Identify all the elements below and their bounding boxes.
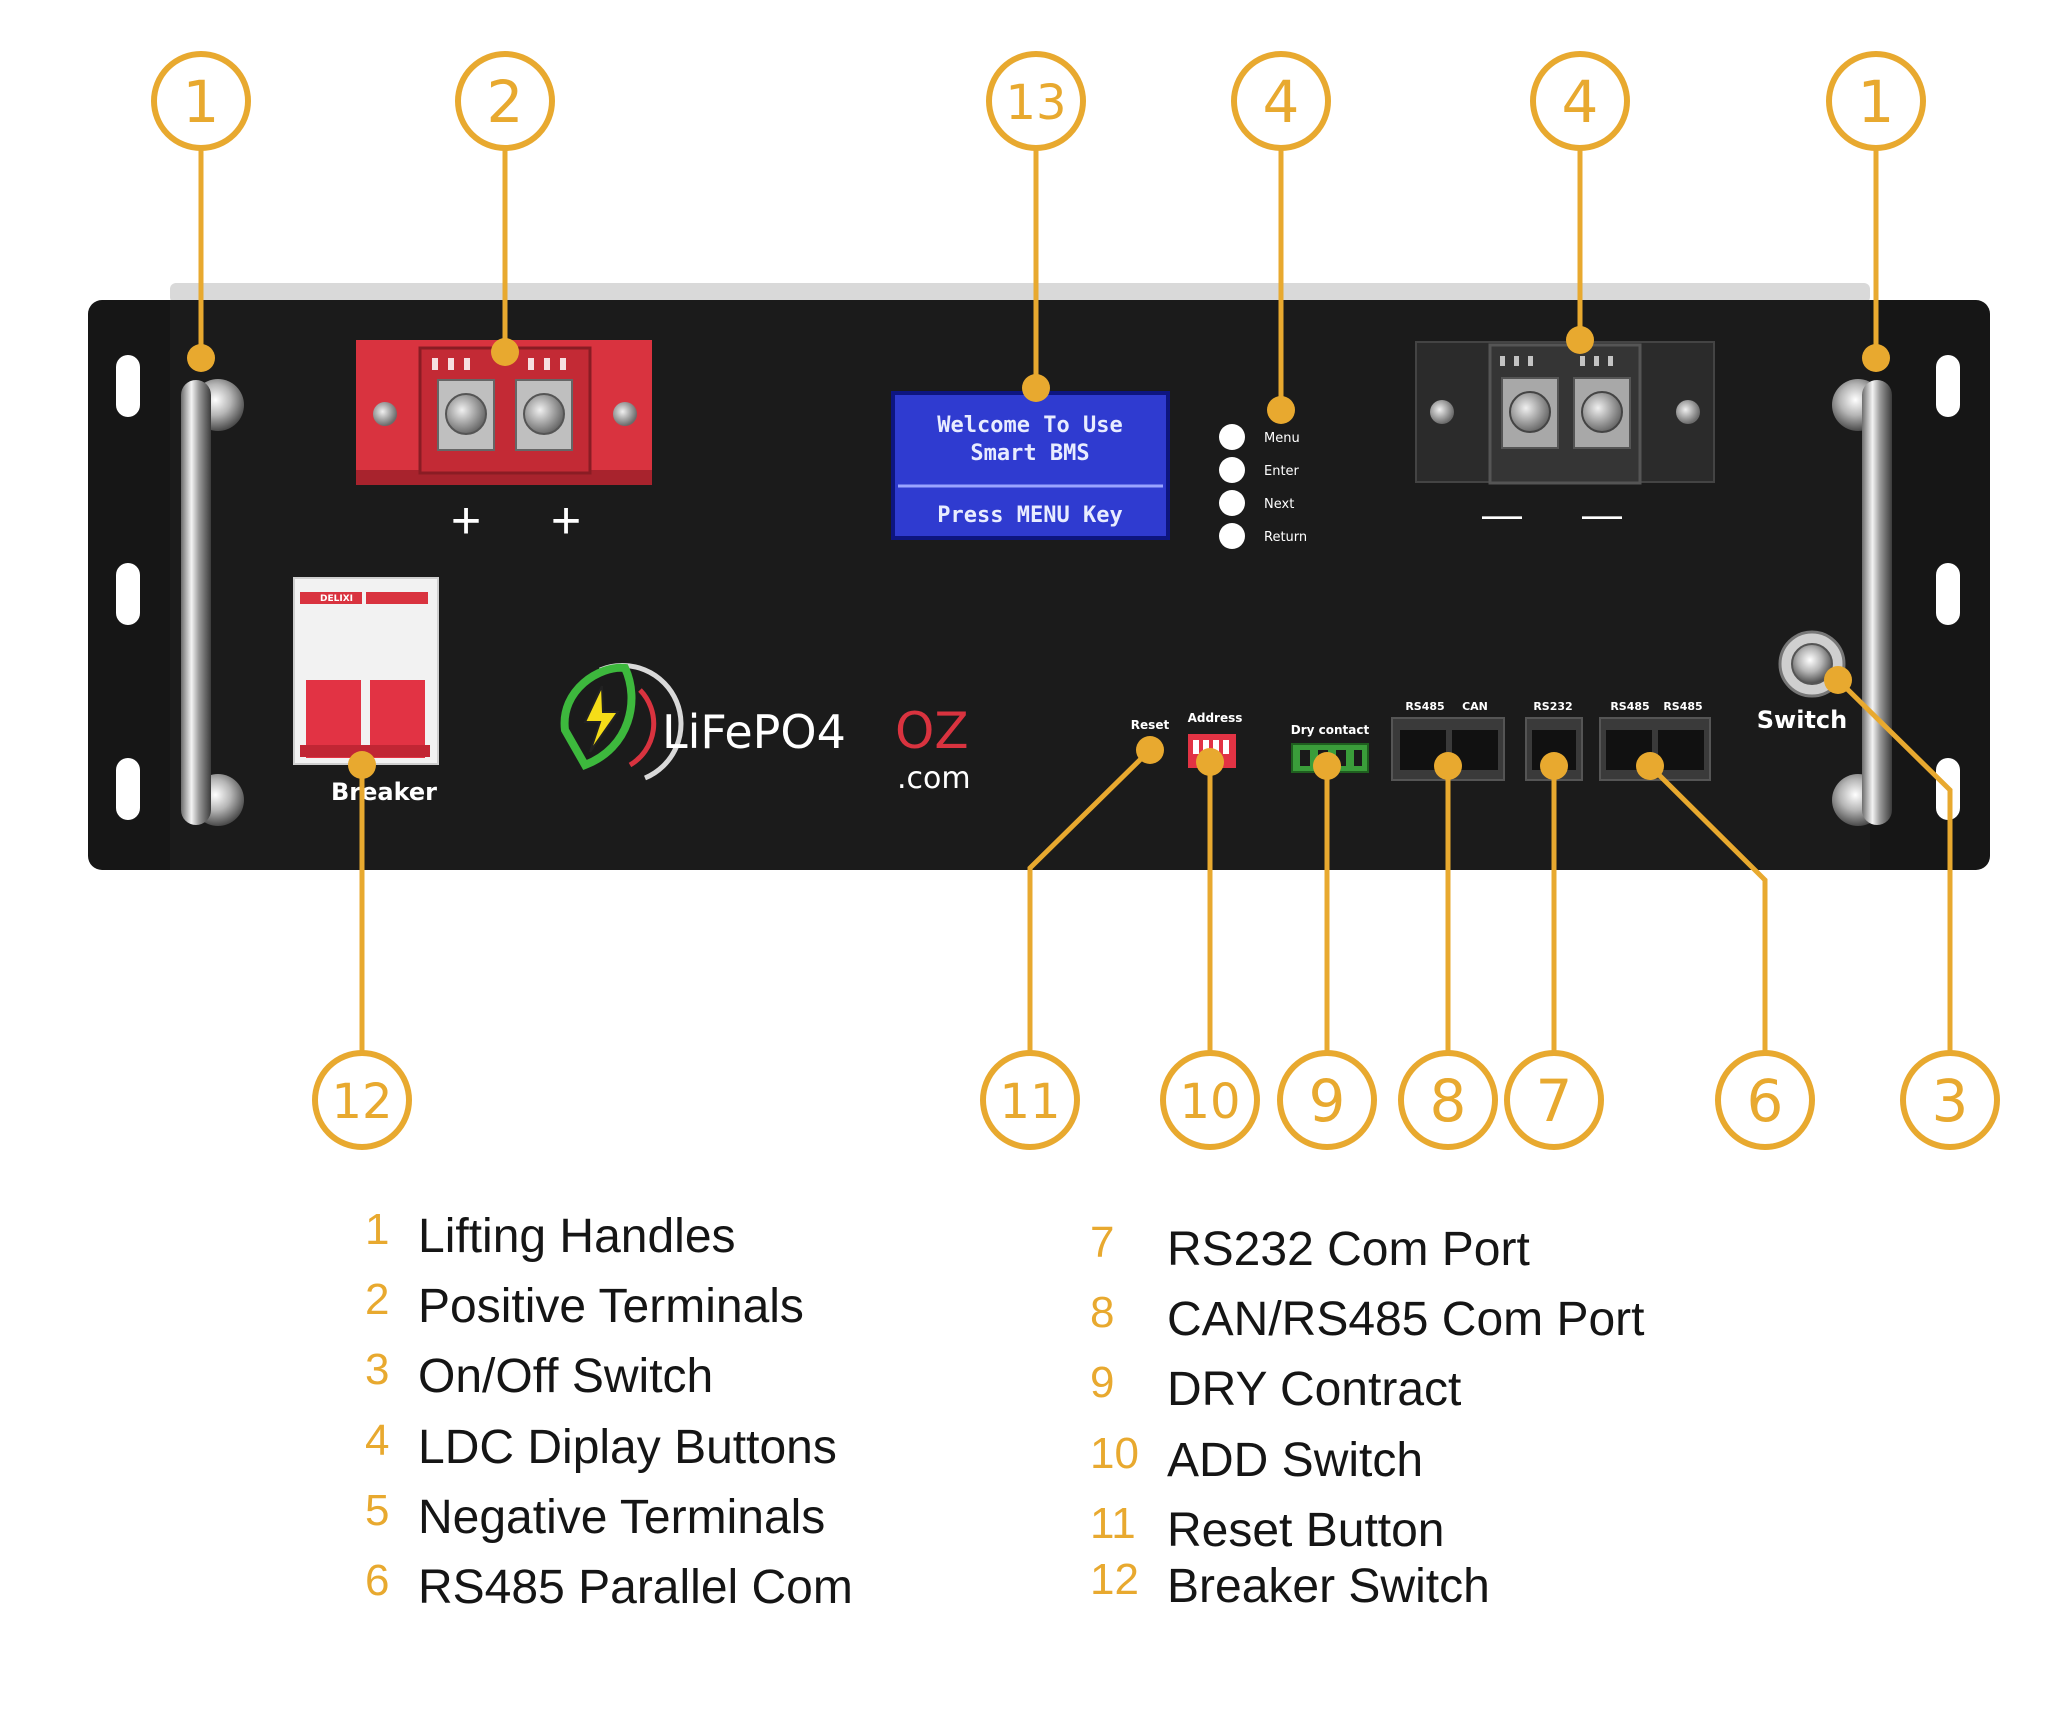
- callout-13: 13: [1005, 75, 1066, 131]
- legend-text: Breaker Switch: [1167, 1560, 1490, 1613]
- legend-number: 5: [365, 1486, 390, 1535]
- callout-10: 10: [1179, 1074, 1240, 1130]
- callout-9: 9: [1309, 1067, 1346, 1135]
- return-button-label: Return: [1264, 530, 1307, 545]
- leader-lines: [198, 150, 1953, 1052]
- lcd-line-3: Press MENU Key: [937, 503, 1122, 528]
- right-handle: [1832, 379, 1892, 826]
- legend-number: 1: [365, 1205, 390, 1254]
- menu-button-label: Menu: [1264, 431, 1300, 446]
- lcd-display: [891, 391, 1170, 540]
- legend-item: 2 Positive Terminals: [365, 1275, 985, 1335]
- legend-number: 8: [1090, 1288, 1115, 1337]
- can-rs485-ports[interactable]: [1391, 717, 1505, 781]
- legend-item: 7 RS232 Com Port: [1090, 1218, 1790, 1278]
- logo-text: LiFePO4: [662, 705, 846, 759]
- legend-text: LDC Diplay Buttons: [418, 1421, 837, 1474]
- callout-8: 8: [1430, 1067, 1467, 1135]
- legend-left: 1 Lifting Handles 2 Positive Terminals 3…: [365, 1205, 985, 1625]
- callout-1-left: 1: [183, 68, 220, 136]
- legend-number: 3: [365, 1345, 390, 1394]
- legend-text: CAN/RS485 Com Port: [1167, 1293, 1645, 1346]
- left-handle: [181, 379, 244, 826]
- next-button-label: Next: [1264, 497, 1294, 512]
- legend-text: ADD Switch: [1167, 1434, 1424, 1487]
- lifepo4oz-logo: [560, 663, 684, 781]
- legend-number: 2: [365, 1275, 390, 1324]
- callout-numbers: 1 2 13 4 4 1 12 11 10 9 8 7 6 3: [183, 68, 1969, 1135]
- port-label-can: CAN: [1462, 700, 1488, 713]
- menu-button[interactable]: [1219, 424, 1245, 450]
- legend-right: 7 RS232 Com Port 8 CAN/RS485 Com Port 9 …: [1090, 1218, 1790, 1638]
- legend-text: On/Off Switch: [418, 1350, 714, 1403]
- legend-text: RS232 Com Port: [1167, 1223, 1530, 1276]
- legend-text: Negative Terminals: [418, 1491, 826, 1544]
- minus-label-2: —: [1582, 493, 1622, 537]
- address-label: Address: [1188, 711, 1243, 725]
- legend-text: Reset Button: [1167, 1504, 1445, 1557]
- legend-item: 8 CAN/RS485 Com Port: [1090, 1288, 1790, 1348]
- callout-bubbles: [151, 51, 2000, 1150]
- legend-item: 3 On/Off Switch: [365, 1345, 985, 1405]
- legend-number: 4: [365, 1416, 390, 1465]
- legend-item: 9 DRY Contract: [1090, 1358, 1790, 1418]
- callout-7: 7: [1536, 1067, 1573, 1135]
- legend-number: 9: [1090, 1358, 1115, 1407]
- legend-number: 6: [365, 1556, 390, 1605]
- lcd-buttons: [1219, 424, 1245, 549]
- callout-4-left: 4: [1263, 68, 1300, 136]
- reset-label: Reset: [1131, 718, 1170, 732]
- leader-dots: [187, 326, 1890, 780]
- legend-item: 6 RS485 Parallel Com: [365, 1556, 985, 1616]
- port-label-rs232: RS232: [1533, 700, 1572, 713]
- minus-label-1: —: [1482, 493, 1522, 537]
- switch-label: Switch: [1757, 706, 1847, 734]
- legend-item: 11 Reset Button: [1090, 1499, 1790, 1559]
- chassis-top-edge: [170, 283, 1870, 303]
- enter-button[interactable]: [1219, 457, 1245, 483]
- callout-1-right: 1: [1858, 68, 1895, 136]
- legend-number: 7: [1090, 1218, 1115, 1267]
- breaker-switch[interactable]: [293, 577, 439, 765]
- legend-item: 4 LDC Diplay Buttons: [365, 1416, 985, 1476]
- legend-item: 12 Breaker Switch: [1090, 1555, 1790, 1615]
- legend-number: 10: [1090, 1429, 1139, 1478]
- lcd-line-2: Smart BMS: [970, 441, 1089, 466]
- legend-item: 10 ADD Switch: [1090, 1429, 1790, 1489]
- plus-label-2: +: [551, 492, 581, 550]
- callout-3: 3: [1932, 1067, 1969, 1135]
- next-button[interactable]: [1219, 490, 1245, 516]
- legend-text: Positive Terminals: [418, 1280, 804, 1333]
- negative-terminal-block: [1415, 341, 1715, 485]
- callout-2: 2: [487, 68, 524, 136]
- callout-11: 11: [999, 1074, 1060, 1130]
- port-label-rs485-3: RS485: [1663, 700, 1702, 713]
- logo-oz: OZ: [895, 702, 969, 760]
- enter-button-label: Enter: [1264, 464, 1300, 479]
- plus-label-1: +: [451, 492, 481, 550]
- legend-text: Lifting Handles: [418, 1210, 736, 1263]
- legend-text: RS485 Parallel Com: [418, 1561, 853, 1614]
- lcd-line-1: Welcome To Use: [937, 413, 1122, 438]
- port-label-rs485-1: RS485: [1405, 700, 1444, 713]
- dry-contact-label: Dry contact: [1291, 723, 1370, 737]
- callout-4-right: 4: [1562, 68, 1599, 136]
- callout-6: 6: [1747, 1067, 1784, 1135]
- positive-terminal-block: [356, 340, 652, 485]
- logo-com: .com: [897, 761, 971, 796]
- legend-number: 11: [1090, 1499, 1136, 1548]
- port-label-rs485-2: RS485: [1610, 700, 1649, 713]
- legend-item: 1 Lifting Handles: [365, 1205, 985, 1265]
- callout-12: 12: [331, 1074, 392, 1130]
- breaker-brand: DELIXI: [320, 594, 353, 604]
- legend-item: 5 Negative Terminals: [365, 1486, 985, 1546]
- rack-slots: [116, 355, 1960, 820]
- return-button[interactable]: [1219, 523, 1245, 549]
- breaker-label: Breaker: [331, 778, 437, 806]
- legend-number: 12: [1090, 1555, 1139, 1604]
- legend-text: DRY Contract: [1167, 1363, 1462, 1416]
